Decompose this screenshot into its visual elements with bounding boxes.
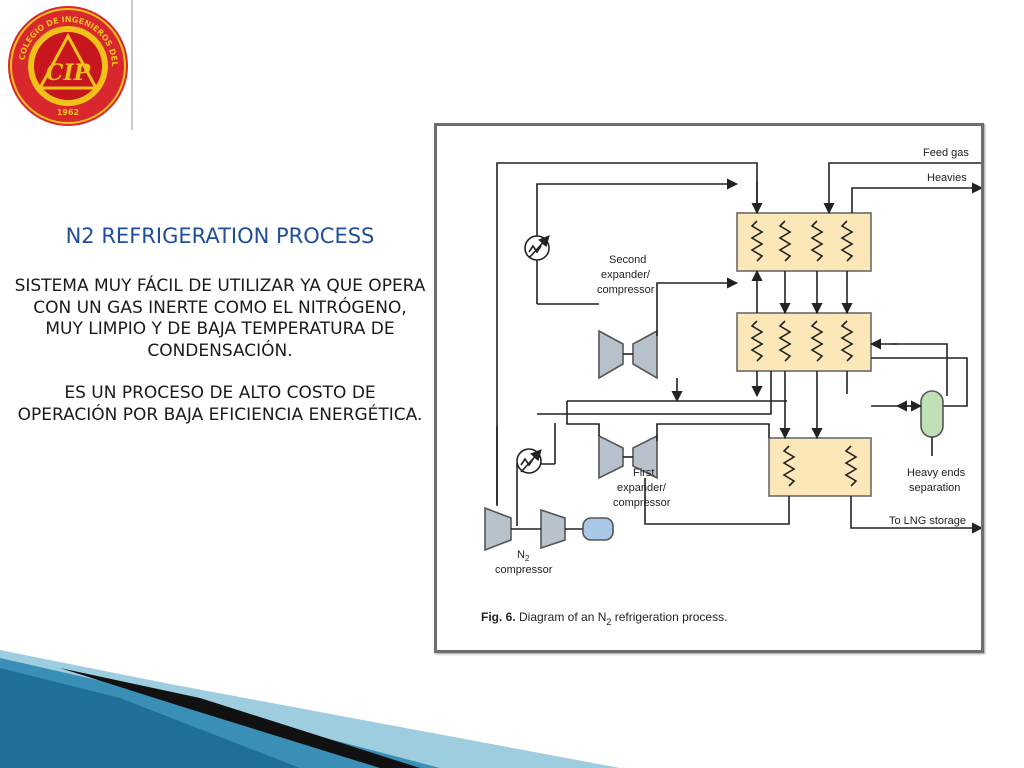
label-first-expander-3: compressor <box>613 497 671 509</box>
logo-divider <box>131 0 133 130</box>
paragraph-1: SISTEMA MUY FÁCIL DE UTILIZAR YA QUE OPE… <box>14 276 426 361</box>
n2-motor <box>582 517 614 541</box>
n2-refrigeration-diagram: Feed gas Heavies Second expander/ compre… <box>481 147 981 627</box>
label-lng-storage: To LNG storage <box>889 515 966 527</box>
label-first-expander-2: expander/ <box>617 482 667 494</box>
cooler-bottom-icon <box>516 448 542 474</box>
label-second-expander-3: compressor <box>597 284 655 296</box>
heavy-ends-separator <box>920 390 944 438</box>
label-n2-compressor-word: compressor <box>495 564 553 576</box>
label-heavy-ends-1: Heavy ends <box>907 467 966 479</box>
label-heavy-ends-2: separation <box>909 482 960 494</box>
label-first-expander-1: First <box>633 467 654 479</box>
label-heavies: Heavies <box>927 172 967 184</box>
logo-monogram: CIP <box>46 60 92 86</box>
slide-title: N2 REFRIGERATION PROCESS <box>65 224 375 248</box>
first-expander <box>598 434 624 480</box>
label-second-expander-2: expander/ <box>601 269 651 281</box>
label-feed-gas: Feed gas <box>923 147 969 159</box>
figure-frame: Feed gas Heavies Second expander/ compre… <box>434 123 984 653</box>
label-n2-compressor: N2 <box>517 549 530 563</box>
cooler-top-icon <box>524 235 550 261</box>
text-block: N2 REFRIGERATION PROCESS SISTEMA MUY FÁC… <box>14 224 426 426</box>
second-expander <box>598 329 624 380</box>
bottom-decoration <box>0 650 620 768</box>
second-compressor <box>632 329 658 380</box>
n2-compressor-stage-1 <box>484 506 512 552</box>
cip-logo: COLEGIO DE INGENIEROS DEL PERU 1962 CIP <box>6 4 128 126</box>
figure-caption: Fig. 6. Diagram of an N2 refrigeration p… <box>481 610 727 627</box>
heat-exchanger-3 <box>768 437 872 497</box>
first-compressor <box>632 434 658 480</box>
label-second-expander-1: Second <box>609 254 646 266</box>
logo-year: 1962 <box>57 108 79 117</box>
paragraph-2: ES UN PROCESO DE ALTO COSTO DE OPERACIÓN… <box>17 383 423 425</box>
n2-compressor-stage-2 <box>540 508 566 550</box>
